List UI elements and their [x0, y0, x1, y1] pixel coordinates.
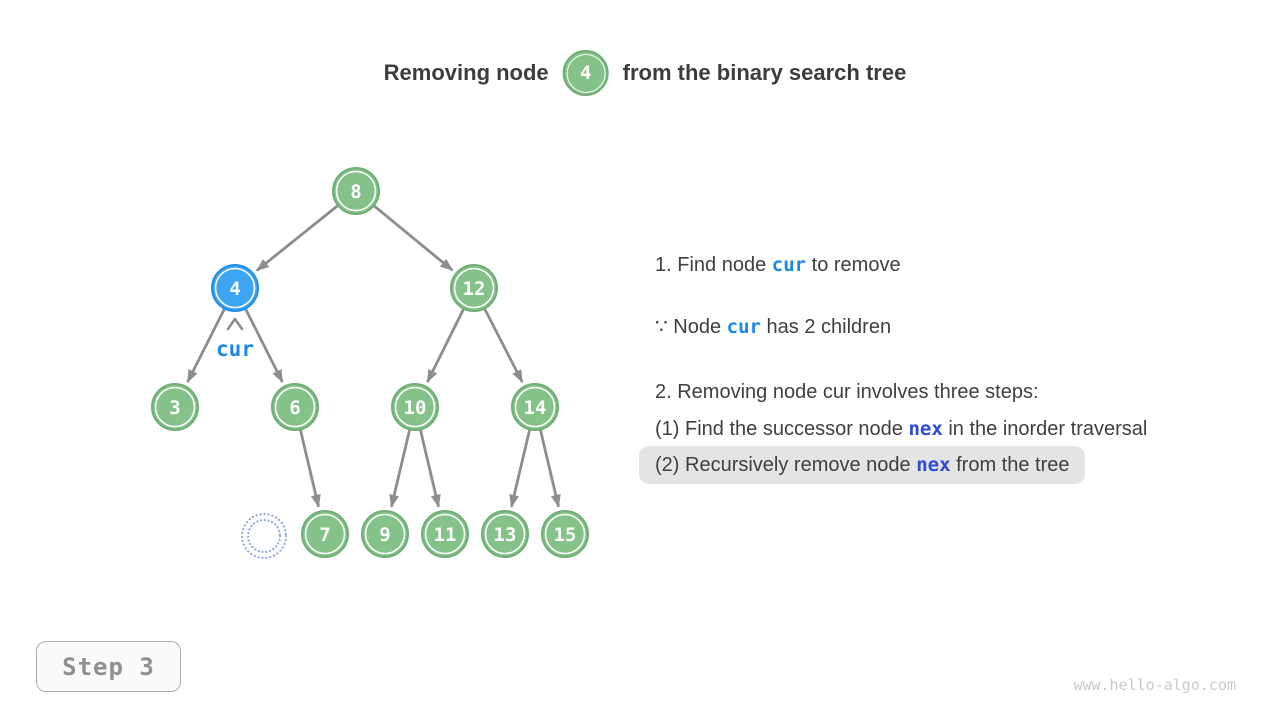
tree-node-value: 4 [229, 278, 240, 300]
tree-node-value: 9 [379, 524, 390, 546]
title-suffix: from the binary search tree [622, 60, 907, 85]
tree-node-4: 4 [211, 264, 259, 312]
cur-pointer-arrow [226, 317, 244, 331]
note-text: from the tree [950, 454, 1070, 476]
tree-node-value: 10 [404, 397, 427, 419]
tree-node-value: 14 [524, 397, 547, 419]
tree-node-11: 11 [421, 510, 469, 558]
note-line-5: (2) Recursively remove node nex from the… [639, 446, 1086, 484]
note-text: in the inorder traversal [942, 418, 1148, 440]
tree-edge-6-7 [299, 430, 321, 508]
tree-edge-12-14 [483, 308, 524, 383]
note-text: ∵ Node [655, 316, 727, 338]
tree-node-value: 7 [319, 524, 330, 546]
note-text: (1) Find the successor node [655, 418, 909, 440]
note-line-4: (1) Find the successor node nex in the i… [655, 416, 1147, 442]
tree-node-10: 10 [391, 383, 439, 431]
tree-node-6: 6 [271, 383, 319, 431]
tree-node-14: 14 [511, 383, 559, 431]
note-text: to remove [806, 254, 901, 276]
note-line-3: 2. Removing node cur involves three step… [655, 379, 1039, 405]
tree-node-12: 12 [450, 264, 498, 312]
tree-edge-12-10 [426, 308, 465, 383]
tree-node-7: 7 [301, 510, 349, 558]
note-text: 2. Removing node cur involves three step… [655, 381, 1039, 403]
tree-edge-8-4 [255, 204, 339, 272]
tree-node-13: 13 [481, 510, 529, 558]
note-line-1: 1. Find node cur to remove [655, 252, 901, 278]
tree-node-value: 12 [463, 278, 486, 300]
tree-node-value: 15 [554, 524, 577, 546]
keyword-cur: cur [726, 316, 761, 338]
tree-edge-4-3 [186, 308, 226, 383]
tree-edge-4-6 [244, 308, 284, 383]
tree-node-15: 15 [541, 510, 589, 558]
step-badge: Step 3 [36, 641, 181, 692]
tree-node-value: 8 [350, 181, 361, 203]
removed-node-placeholder [240, 512, 288, 560]
keyword-nex: nex [908, 418, 943, 440]
keyword-cur: cur [771, 254, 807, 276]
tree-node-value: 11 [434, 524, 457, 546]
title-prefix: Removing node [383, 60, 549, 85]
tree-node-9: 9 [361, 510, 409, 558]
note-text: has 2 children [760, 316, 892, 338]
tree-node-value: 13 [494, 524, 517, 546]
note-line-2: ∵ Node cur has 2 children [655, 314, 891, 340]
title-node-circle: 4 [562, 50, 609, 96]
tree-node-3: 3 [151, 383, 199, 431]
tree-node-value: 3 [169, 397, 180, 419]
tree-edge-14-15 [539, 430, 561, 508]
keyword-nex: nex [916, 454, 951, 476]
note-text: (2) Recursively remove node [655, 454, 917, 476]
tree-node-value: 6 [289, 397, 300, 419]
note-text: 1. Find node [655, 254, 772, 276]
slide-title: Removing node 4 from the binary search t… [383, 50, 907, 96]
tree-node-8: 8 [332, 167, 380, 215]
tree-edge-10-9 [389, 430, 411, 508]
tree-edge-14-13 [509, 430, 531, 508]
tree-edge-10-11 [419, 430, 441, 508]
tree-edge-8-12 [373, 205, 454, 272]
cur-pointer-label: cur [216, 337, 254, 361]
watermark: www.hello-algo.com [1073, 676, 1236, 694]
step-badge-label: Step 3 [62, 652, 155, 681]
